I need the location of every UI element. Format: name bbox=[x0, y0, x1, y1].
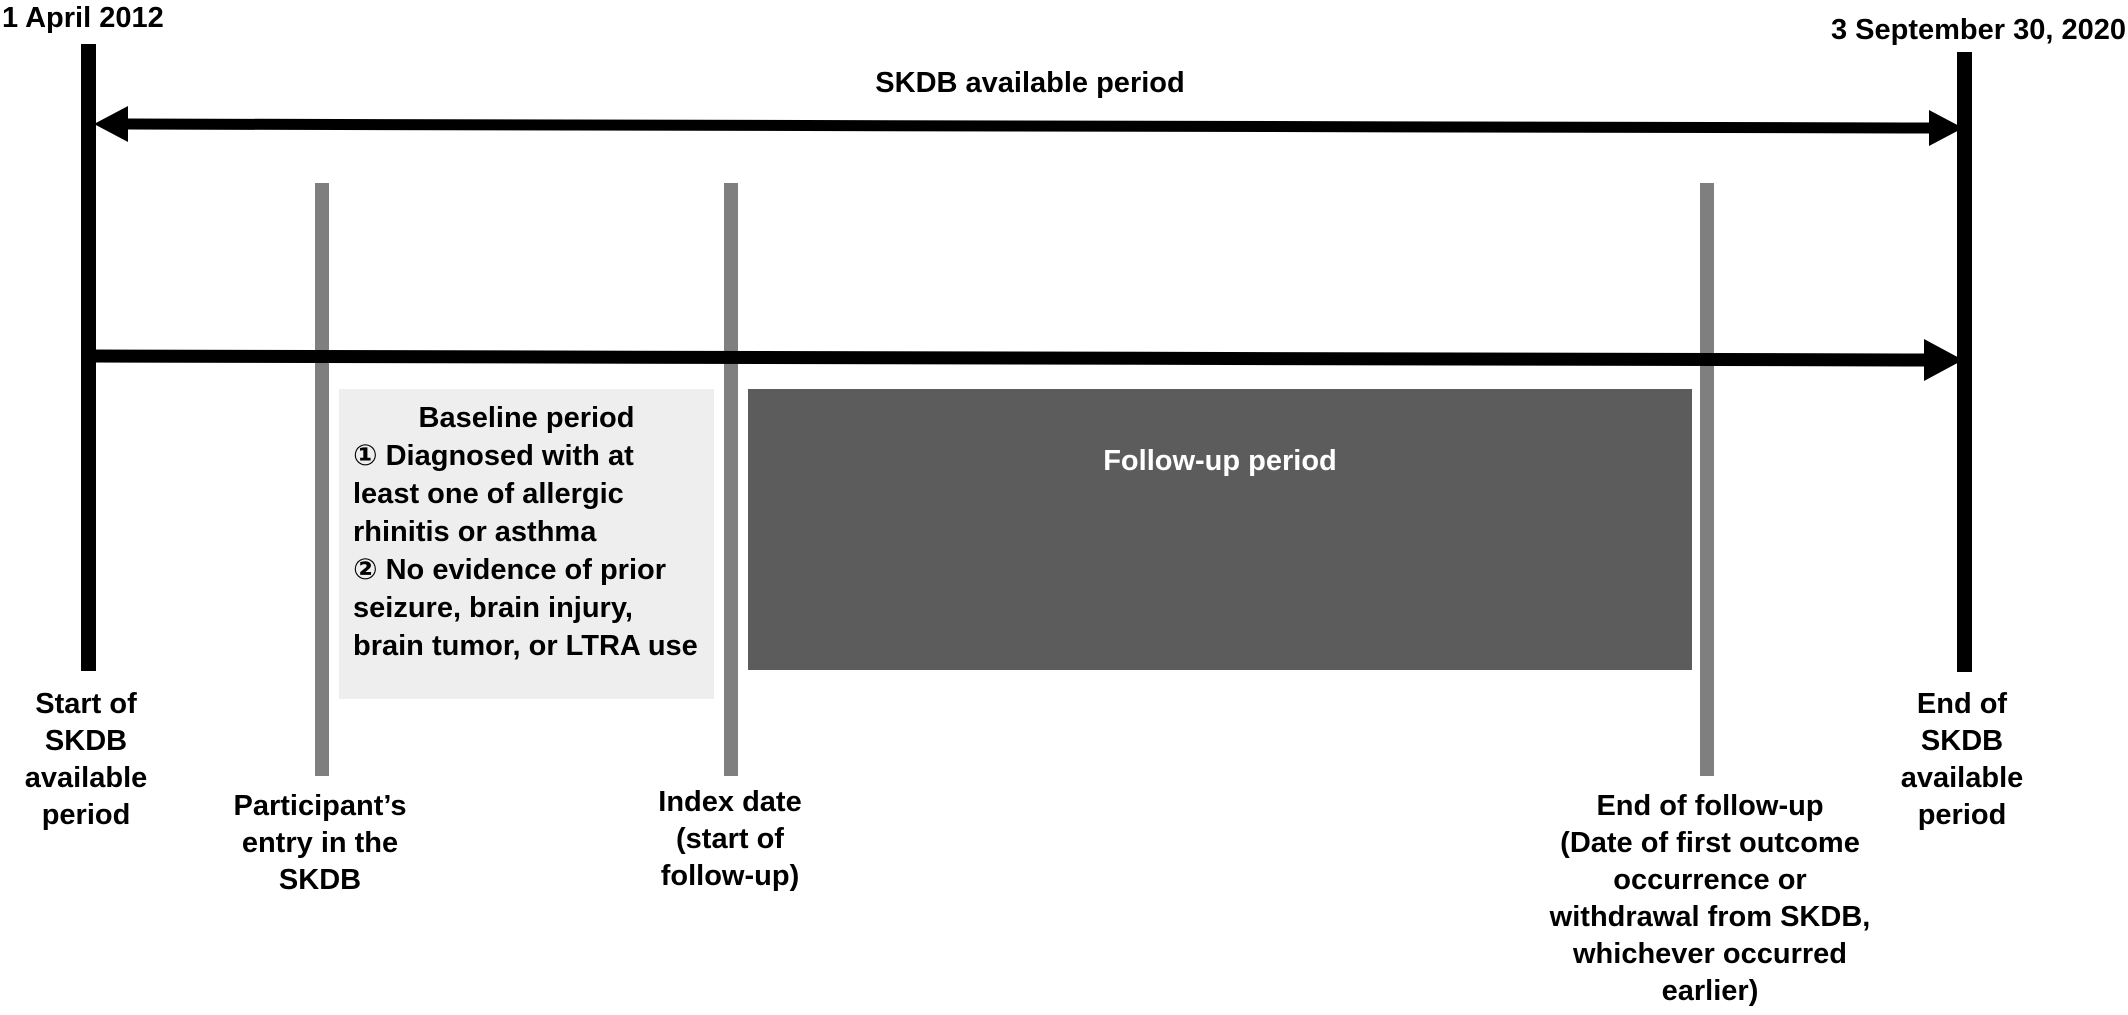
participant-entry-label: Participant’s entry in the SKDB bbox=[233, 790, 407, 896]
end-boundary-line bbox=[1957, 52, 1972, 672]
skdb-period-double-arrow-line bbox=[111, 118, 1931, 134]
end-followup-marker-line bbox=[1700, 183, 1714, 776]
end-of-skdb-label: End of SKDB available period bbox=[1900, 688, 2024, 831]
end-of-followup-label: End of follow-up (Date of first outcome … bbox=[1549, 790, 1871, 1007]
followup-period-label: Follow-up period bbox=[1103, 444, 1337, 477]
baseline-period-title: Baseline period bbox=[418, 402, 635, 434]
baseline-criterion-2: ② No evidence of prior seizure, brain in… bbox=[353, 554, 698, 662]
index-date-label: Index date (start of follow-up) bbox=[658, 786, 802, 892]
start-date-label: 1 April 2012 bbox=[2, 2, 164, 34]
right-arrowhead bbox=[1929, 110, 1963, 146]
followup-period-box: Follow-up period bbox=[748, 389, 1692, 670]
timeline-arrowhead bbox=[1924, 339, 1963, 381]
skdb-period-label: SKDB available period bbox=[875, 67, 1185, 99]
left-arrowhead bbox=[94, 106, 128, 142]
entry-marker-line bbox=[315, 183, 329, 776]
index-date-marker-line bbox=[724, 183, 738, 776]
start-boundary-line bbox=[81, 44, 96, 671]
end-date-label: 3 September 30, 2020 bbox=[1830, 14, 2126, 46]
baseline-period-box: Baseline period ① Diagnosed with at leas… bbox=[339, 389, 714, 699]
start-of-skdb-label: Start of SKDB available period bbox=[24, 688, 148, 831]
baseline-criterion-1: ① Diagnosed with at least one of allergi… bbox=[353, 440, 634, 548]
timeline-arrow-line bbox=[88, 349, 1929, 367]
